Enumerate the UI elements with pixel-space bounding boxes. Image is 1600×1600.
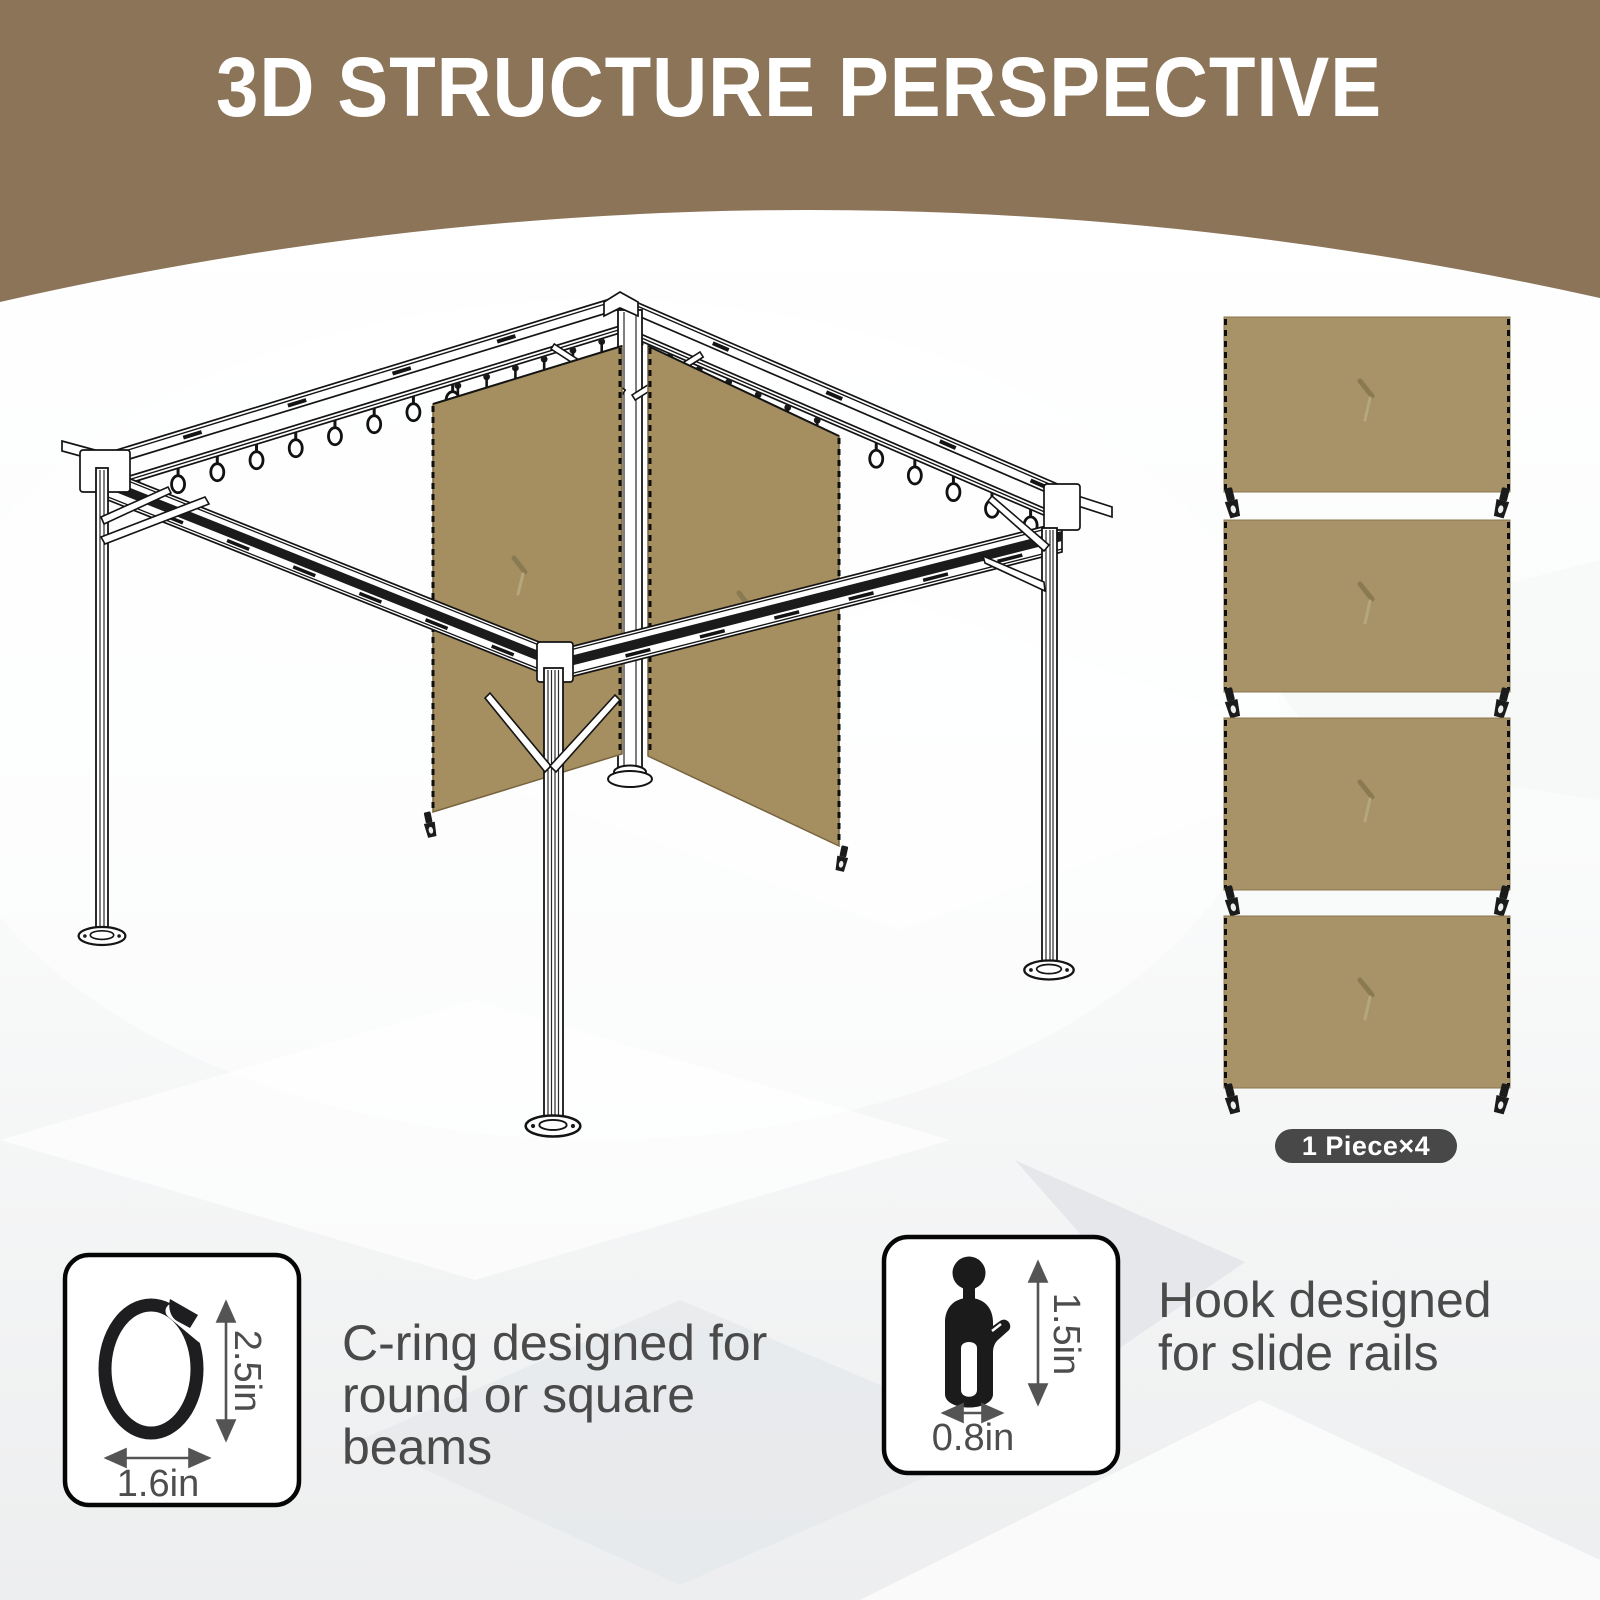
hook-icon	[945, 1256, 1011, 1408]
corner-brace	[99, 496, 211, 545]
svg-text:for slide rails: for slide rails	[1158, 1325, 1439, 1381]
height-dimension-label: 2.5in	[226, 1330, 268, 1412]
hook-description: Hook designed for slide rails	[1158, 1272, 1492, 1381]
svg-text:beams: beams	[342, 1419, 492, 1475]
front-post	[543, 667, 564, 1123]
c-ring-description: C-ring designed for round or square beam…	[342, 1315, 767, 1475]
corner-brace	[981, 554, 1046, 593]
page-title: 3D STRUCTURE PERSPECTIVE	[216, 40, 1382, 134]
svg-text:C-ring designed for: C-ring designed for	[342, 1315, 767, 1371]
curtain-panel-stack	[1221, 316, 1513, 1115]
corner-brace	[986, 494, 1051, 553]
corner-brace	[548, 693, 622, 774]
corner-brace	[99, 485, 173, 526]
post-foot	[1023, 959, 1075, 981]
corner-brace	[483, 691, 553, 774]
curtain-panel	[1221, 519, 1513, 719]
post-foot	[77, 925, 127, 947]
curtain-panel	[1221, 915, 1513, 1115]
piece-count-badge: 1 Piece×4	[1275, 1129, 1457, 1163]
corner-joint	[1043, 483, 1081, 531]
svg-text:round or square: round or square	[342, 1367, 695, 1423]
curtain-panel	[1221, 316, 1513, 519]
c-ring-icon	[98, 1298, 211, 1440]
width-dimension-label: 1.6in	[117, 1463, 199, 1505]
height-dimension-label: 1.5in	[1045, 1293, 1087, 1375]
c-ring-feature-card: 2.5in 1.6in	[62, 1252, 302, 1508]
right-post	[1041, 527, 1058, 969]
hook-feature-card: 1.5in 0.8in	[881, 1234, 1121, 1476]
post-foot	[524, 1114, 582, 1138]
svg-text:Hook designed: Hook designed	[1158, 1272, 1492, 1328]
front-rail-beam	[565, 520, 1063, 680]
width-dimension-label: 0.8in	[932, 1417, 1014, 1459]
curtain-panel	[1221, 717, 1513, 917]
header-banner	[0, 0, 1600, 302]
pergola-diagram	[61, 291, 1113, 1138]
